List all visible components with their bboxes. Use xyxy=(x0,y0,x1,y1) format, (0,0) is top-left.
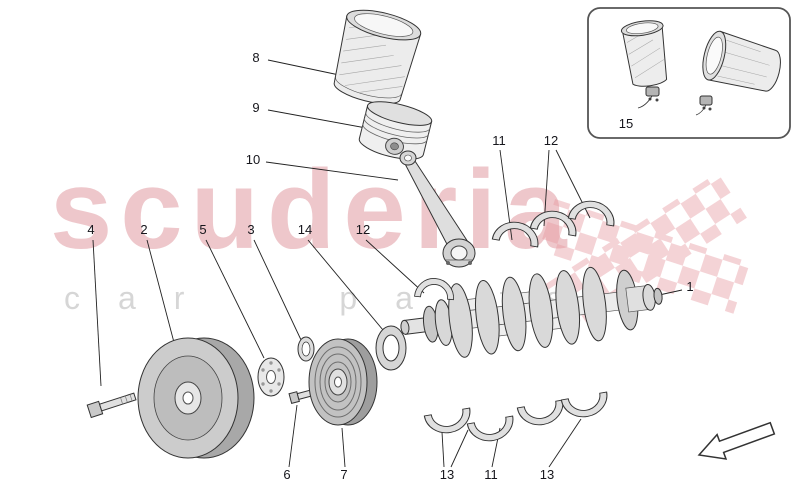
callout-label-2: 2 xyxy=(140,222,148,237)
callout-label-14: 14 xyxy=(297,222,313,237)
callout-label-12-top: 12 xyxy=(543,133,559,148)
callout-label-3: 3 xyxy=(247,222,255,237)
cylinder-liner xyxy=(333,9,422,105)
callout-label-1: 1 xyxy=(686,279,694,294)
crankshaft xyxy=(400,266,663,358)
direction-arrow-icon xyxy=(697,421,776,460)
callout-label-4: 4 xyxy=(87,222,95,237)
callout-label-12-left: 12 xyxy=(355,222,371,237)
seal-ring xyxy=(375,325,407,371)
piston xyxy=(358,101,433,160)
callout-label-8: 8 xyxy=(252,50,260,65)
callout-label-10: 10 xyxy=(245,152,261,167)
callout-label-13-right: 13 xyxy=(539,467,555,482)
damper-disc xyxy=(137,337,255,459)
callout-label-9: 9 xyxy=(252,100,260,115)
connecting-rod xyxy=(399,150,476,268)
spacer-ring xyxy=(297,336,315,362)
callout-label-15: 15 xyxy=(618,116,634,131)
washer-plate xyxy=(257,357,285,397)
inset-liner-left xyxy=(620,20,668,87)
callout-label-5: 5 xyxy=(199,222,207,237)
lower-bearing-shells xyxy=(423,391,611,445)
watermark-brand-text: scuderia xyxy=(50,147,575,272)
inset-liner-right xyxy=(702,30,781,92)
callout-label-11-top: 11 xyxy=(492,133,506,148)
callout-label-13-left: 13 xyxy=(439,467,455,482)
inset-box xyxy=(587,7,791,139)
callout-label-6: 6 xyxy=(283,467,291,482)
callout-label-7: 7 xyxy=(340,467,348,482)
bearing-shell xyxy=(414,276,456,301)
callout-label-11-bottom: 11 xyxy=(484,467,498,482)
inset-sensor-right xyxy=(695,95,713,116)
inset-sensor-left xyxy=(637,86,660,109)
pulley xyxy=(308,338,378,426)
center-bolt xyxy=(86,392,137,419)
